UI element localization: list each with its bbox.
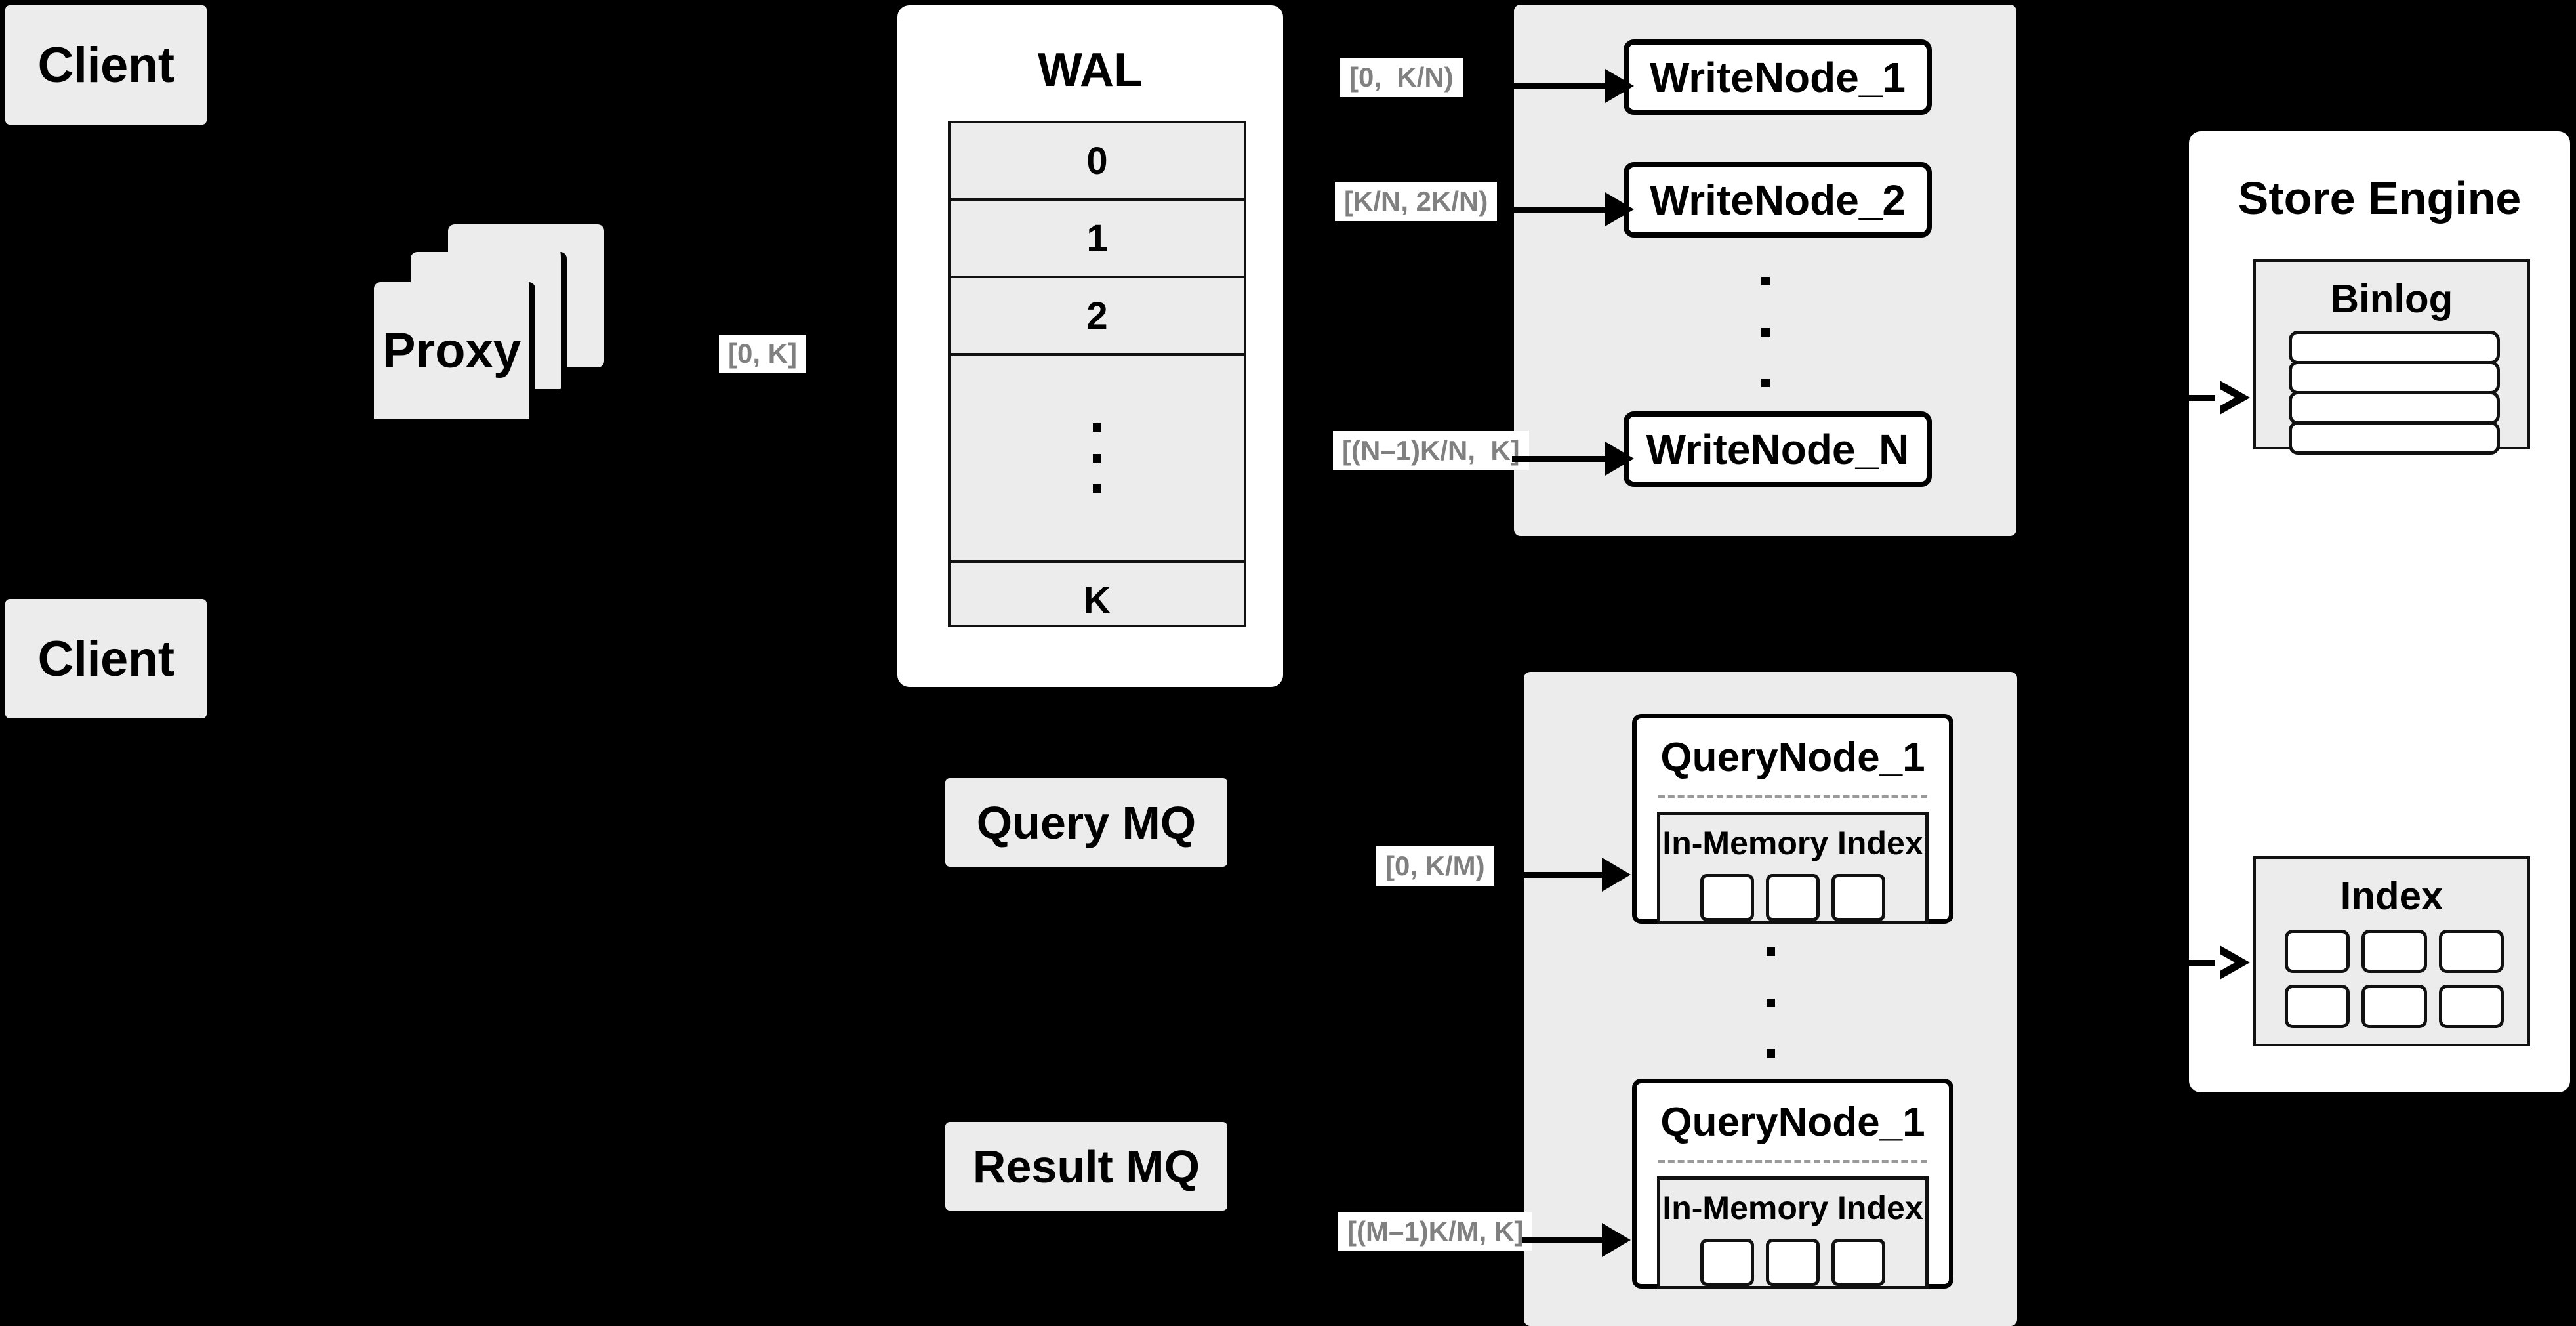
wal-panel: WAL 0 1 2 K xyxy=(897,5,1283,687)
store-engine-panel: Store Engine Binlog Index xyxy=(2189,131,2570,1092)
client-label-1: Client xyxy=(37,37,174,93)
write-node-1-label: WriteNode_1 xyxy=(1649,53,1906,101)
query-node-2-arrow xyxy=(1522,1223,1631,1257)
query-node-2-in-memory-index-label: In-Memory Index xyxy=(1662,1190,1923,1226)
write-node-1-range-label: [0, K/N) xyxy=(1340,58,1463,97)
binlog-box: Binlog xyxy=(2253,259,2530,455)
index-cell-2[interactable] xyxy=(2361,930,2427,973)
query-node-1-index-cell-1[interactable] xyxy=(1700,874,1754,921)
binlog-title: Binlog xyxy=(2330,277,2453,321)
wal-row-1[interactable]: 1 xyxy=(951,201,1244,278)
result-mq-label: Result MQ xyxy=(972,1140,1200,1192)
binlog-rows xyxy=(2289,331,2500,455)
proxy-card-front[interactable]: Proxy xyxy=(374,282,535,425)
query-node-2-separator xyxy=(1658,1160,1927,1163)
query-node-2[interactable]: QueryNode_1 In-Memory Index xyxy=(1632,1079,1953,1289)
query-node-1-arrow xyxy=(1522,858,1631,892)
write-node-2-range-label: [K/N, 2K/N) xyxy=(1335,182,1498,221)
query-node-2-index-cell-1[interactable] xyxy=(1700,1239,1754,1286)
proxy-label: Proxy xyxy=(382,323,521,379)
query-node-2-range-label: [(M–1)K/M, K] xyxy=(1338,1212,1533,1251)
wal-row-label-k: K xyxy=(1083,579,1111,622)
wal-row-label-1: 1 xyxy=(1086,217,1108,260)
binlog-row-1[interactable] xyxy=(2289,331,2500,364)
index-box: Index xyxy=(2253,856,2530,1046)
wal-vertical-ellipsis-icon xyxy=(1093,423,1101,493)
index-title: Index xyxy=(2340,874,2443,918)
proxy-stack[interactable]: Proxy [0, K] xyxy=(374,210,806,433)
binlog-inbound-arrow xyxy=(2182,381,2250,415)
result-mq-box[interactable]: Result MQ xyxy=(945,1122,1227,1211)
query-node-1-range-label: [0, K/M) xyxy=(1376,846,1494,886)
client-label-2: Client xyxy=(37,631,174,687)
query-node-1-index-cell-2[interactable] xyxy=(1766,874,1820,921)
binlog-row-4[interactable] xyxy=(2289,421,2500,455)
wal-row-2[interactable]: 2 xyxy=(951,278,1244,356)
write-node-2-label: WriteNode_2 xyxy=(1649,176,1906,224)
proxy-range-label: [0, K] xyxy=(719,335,806,373)
wal-row-label-0: 0 xyxy=(1086,139,1108,182)
write-node-n-label: WriteNode_N xyxy=(1646,425,1910,473)
index-cell-5[interactable] xyxy=(2361,985,2427,1028)
write-node-group: WriteNode_1 WriteNode_2 WriteNode_N xyxy=(1514,5,2016,536)
write-node-n[interactable]: WriteNode_N xyxy=(1624,411,1932,487)
store-engine-title: Store Engine xyxy=(2238,173,2522,224)
wal-title: WAL xyxy=(1038,44,1143,96)
write-node-vertical-ellipsis-icon xyxy=(1514,277,2016,387)
query-mq-label: Query MQ xyxy=(976,797,1196,848)
query-node-group: QueryNode_1 In-Memory Index QueryNode_1 … xyxy=(1524,672,2017,1326)
wal-row-k[interactable]: K xyxy=(951,563,1244,638)
query-node-1-index-cells xyxy=(1700,874,1885,921)
index-cell-3[interactable] xyxy=(2438,930,2504,973)
client-box-2[interactable]: Client xyxy=(5,599,207,718)
write-node-1[interactable]: WriteNode_1 xyxy=(1624,39,1932,115)
write-node-2-arrow xyxy=(1512,192,1634,226)
write-node-2[interactable]: WriteNode_2 xyxy=(1624,162,1932,238)
query-node-1-index-cell-3[interactable] xyxy=(1831,874,1885,921)
query-node-2-in-memory-index: In-Memory Index xyxy=(1657,1176,1929,1289)
write-node-n-arrow xyxy=(1512,442,1634,476)
client-box-1[interactable]: Client xyxy=(5,5,207,125)
query-node-2-index-cells xyxy=(1700,1239,1885,1286)
wal-table: 0 1 2 K xyxy=(948,121,1246,627)
binlog-row-2[interactable] xyxy=(2289,361,2500,394)
index-cell-6[interactable] xyxy=(2438,985,2504,1028)
index-grid xyxy=(2285,930,2504,1028)
query-node-1-label: QueryNode_1 xyxy=(1660,735,1925,780)
query-node-vertical-ellipsis-icon xyxy=(1524,947,2017,1058)
write-node-1-arrow xyxy=(1512,69,1634,103)
query-node-1[interactable]: QueryNode_1 In-Memory Index xyxy=(1632,714,1953,924)
query-node-1-in-memory-index-label: In-Memory Index xyxy=(1662,825,1923,861)
binlog-row-3[interactable] xyxy=(2289,391,2500,425)
index-cell-4[interactable] xyxy=(2285,985,2350,1028)
query-mq-box[interactable]: Query MQ xyxy=(945,778,1227,867)
query-node-1-in-memory-index: In-Memory Index xyxy=(1657,812,1929,924)
wal-row-ellipsis xyxy=(951,356,1244,563)
index-cell-1[interactable] xyxy=(2285,930,2350,973)
query-node-2-index-cell-3[interactable] xyxy=(1831,1239,1885,1286)
query-node-2-index-cell-2[interactable] xyxy=(1766,1239,1820,1286)
query-node-2-label: QueryNode_1 xyxy=(1660,1100,1925,1145)
write-node-n-range-label: [(N–1)K/N, K] xyxy=(1333,431,1529,470)
index-inbound-arrow xyxy=(2182,945,2250,980)
wal-row-0[interactable]: 0 xyxy=(951,123,1244,201)
query-node-1-separator xyxy=(1658,795,1927,798)
wal-row-label-2: 2 xyxy=(1086,294,1108,337)
